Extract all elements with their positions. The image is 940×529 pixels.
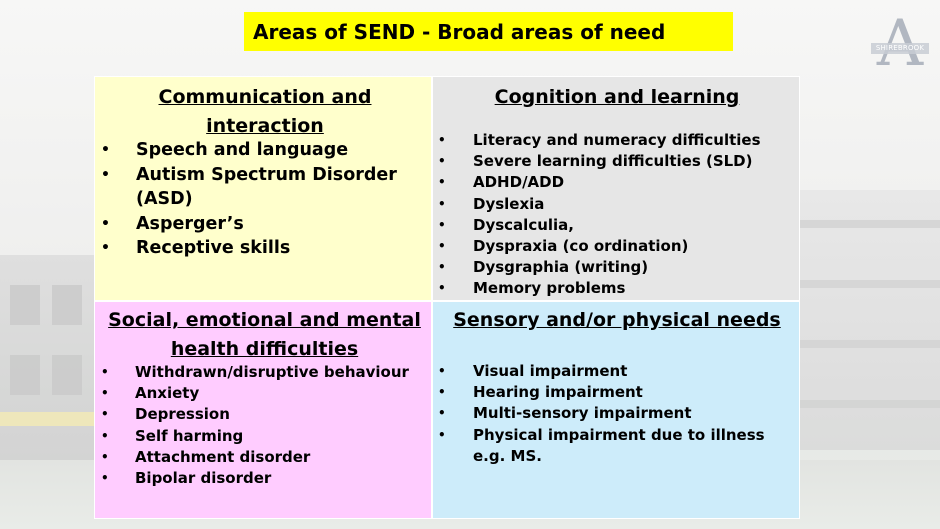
quadrant-cognition: Cognition and learning •Literacy and num…	[432, 76, 800, 301]
list-item: •Literacy and numeracy difficulties	[433, 130, 795, 151]
bullet-icon: •	[438, 364, 446, 378]
list-item: •Attachment disorder	[95, 447, 431, 468]
bullet-icon: •	[101, 240, 110, 256]
bullet-icon: •	[438, 196, 446, 211]
bullet-icon: •	[101, 449, 109, 464]
list-item: •Physical impairment due to illness e.g.…	[438, 425, 765, 465]
list-item: •ADHD/ADD	[433, 172, 795, 193]
list-item: •Receptive skills	[95, 236, 425, 261]
bullet-icon: •	[101, 215, 110, 232]
bullet-icon: •	[438, 281, 446, 296]
bullet-icon: •	[438, 427, 446, 442]
list-item: •Anxiety	[95, 383, 431, 404]
bullet-icon: •	[438, 406, 446, 421]
quadrant-communication: Communication and interaction •Speech an…	[94, 76, 432, 301]
need-list: •Visual impairment •Hearing impairment •…	[433, 361, 795, 467]
need-list: •Speech and language •Autism Spectrum Di…	[95, 138, 425, 261]
need-list: •Withdrawn/disruptive behaviour •Anxiety…	[95, 362, 431, 489]
list-item: •Bipolar disorder	[95, 468, 431, 489]
quadrant-title: Sensory and/or physical needs	[453, 309, 781, 331]
list-item: •Autism Spectrum Disorder (ASD)	[101, 164, 397, 210]
background-building-right	[800, 190, 940, 450]
list-item: •Visual impairment	[433, 361, 795, 382]
list-item: •Dysgraphia (writing)	[433, 257, 795, 278]
list-item: •Multi-sensory impairment	[433, 403, 795, 424]
list-item: •Dyslexia	[433, 194, 795, 215]
need-list: •Literacy and numeracy difficulties •Sev…	[433, 130, 795, 300]
bullet-icon: •	[101, 142, 110, 158]
school-logo: A SHIREBROOK	[871, 7, 929, 81]
logo-wordmark: SHIREBROOK	[871, 43, 929, 54]
bullet-icon: •	[101, 386, 109, 401]
background-yellow-band	[0, 412, 95, 426]
list-item: •Self harming	[95, 426, 431, 447]
bullet-icon: •	[101, 365, 109, 379]
slide-title: Areas of SEND - Broad areas of need	[244, 12, 733, 51]
bullet-icon: •	[438, 217, 446, 232]
list-item: •Severe learning difficulties (SLD)	[433, 151, 795, 172]
list-item: •Memory problems	[433, 278, 795, 299]
bullet-icon: •	[101, 166, 110, 183]
list-item: •Depression	[95, 404, 431, 425]
list-item: •Withdrawn/disruptive behaviour	[95, 362, 431, 383]
quadrant-title: Cognition and learning	[494, 86, 740, 108]
list-item: •Speech and language	[95, 138, 425, 163]
bullet-icon: •	[438, 175, 446, 190]
background-building-left	[0, 255, 95, 460]
bullet-icon: •	[101, 407, 109, 422]
list-item: •Dyscalculia,	[433, 215, 795, 236]
bullet-icon: •	[438, 260, 446, 275]
bullet-icon: •	[438, 154, 446, 169]
list-item: •Hearing impairment	[433, 382, 795, 403]
bullet-icon: •	[438, 385, 446, 400]
quadrant-title: Communication and interaction	[158, 86, 372, 137]
quadrant-sensory-physical: Sensory and/or physical needs •Visual im…	[432, 301, 800, 519]
list-item: •Asperger’s	[95, 212, 425, 237]
bullet-icon: •	[101, 428, 109, 443]
bullet-icon: •	[101, 471, 109, 486]
list-item: •Dyspraxia (co ordination)	[433, 236, 795, 257]
bullet-icon: •	[438, 239, 446, 254]
bullet-icon: •	[438, 133, 446, 147]
quadrant-title: Social, emotional and mental health diff…	[108, 309, 421, 360]
quadrant-social-emotional: Social, emotional and mental health diff…	[94, 301, 432, 519]
